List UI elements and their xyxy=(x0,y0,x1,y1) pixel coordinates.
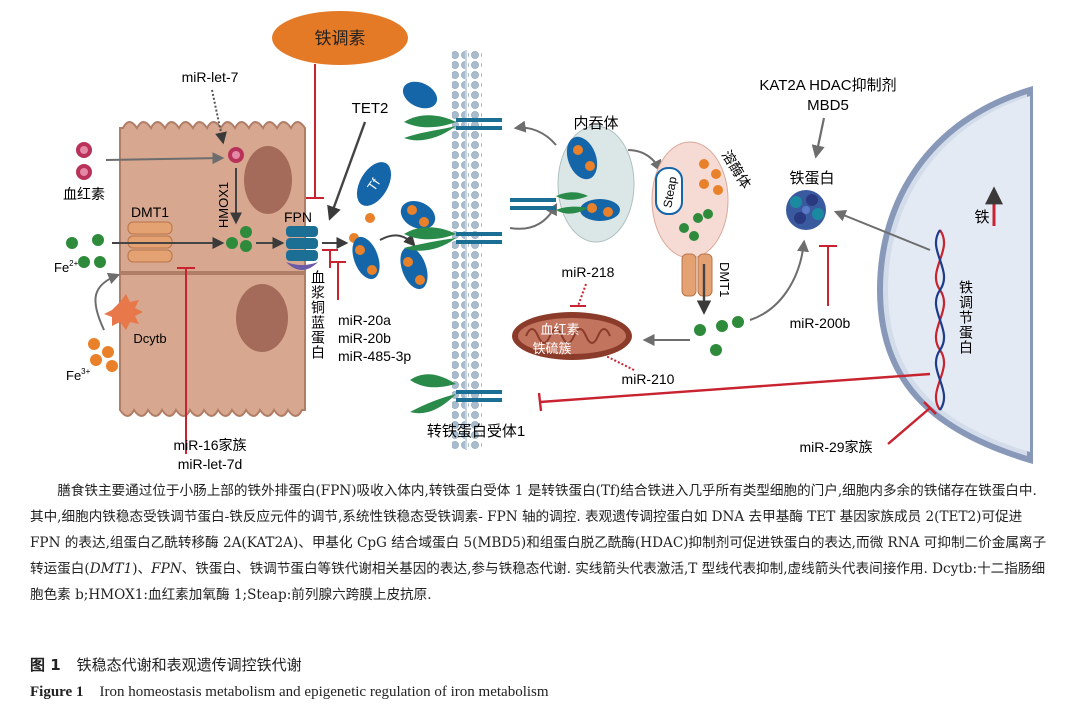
hemojuvelin-label: 铁调节蛋白 xyxy=(958,280,974,355)
ferritin-label: 铁蛋白 xyxy=(789,170,834,187)
fpn-label: FPN xyxy=(284,209,312,225)
fpn-transporter xyxy=(286,226,318,270)
tet2-label: TET2 xyxy=(352,100,389,117)
mir16-label: miR-16家族 xyxy=(173,437,246,453)
tfr1-receptors-left xyxy=(400,81,502,414)
fe3-ions xyxy=(88,338,118,372)
nucleus-lower xyxy=(236,284,288,352)
tf-iron-complexes-left xyxy=(349,213,428,290)
hepcidin-label: 铁调素 xyxy=(315,29,366,48)
hepcidin-node xyxy=(272,11,408,65)
tfr1-label: 转铁蛋白受体1 xyxy=(427,423,525,440)
fe2-ions-cytosol xyxy=(694,316,744,356)
mir218-label: miR-218 xyxy=(562,264,615,280)
tf-protein xyxy=(356,162,392,206)
dna-helix xyxy=(934,229,946,411)
mitochondrion xyxy=(512,312,632,360)
mir200b-label: miR-200b xyxy=(790,315,851,331)
iron-metabolism-diagram: 铁调素 miR-let-7 血红素 HMOX1 DMT1 Fe2+ xyxy=(54,11,1033,470)
enterocyte-cells xyxy=(119,121,306,417)
ferritin-icon xyxy=(786,190,826,230)
nucleus-upper xyxy=(244,146,292,214)
figure-caption: 膳食铁主要通过位于小肠上部的铁外排蛋白(FPN)吸收入体内,转铁蛋白受体 1 是… xyxy=(30,483,1047,603)
mir210-label: miR-210 xyxy=(622,371,675,387)
ceruloplasmin-label: 血浆铜蓝蛋白 xyxy=(310,270,326,360)
mir4853p-label: miR-485-3p xyxy=(338,348,411,364)
mirlet7d-label: miR-let-7d xyxy=(178,456,243,470)
steap-label: Steap xyxy=(660,175,679,209)
dmt1-transporter-right xyxy=(681,253,713,297)
endosome-label: 内吞体 xyxy=(573,115,618,132)
dmt1-label-right: DMT1 xyxy=(717,262,732,297)
dmt1-label-left: DMT1 xyxy=(131,204,169,220)
mir20a-label: miR-20a xyxy=(338,312,391,328)
iron-label: 铁 xyxy=(974,209,989,226)
dcytb-label: Dcytb xyxy=(133,331,166,346)
mbd5-label: MBD5 xyxy=(807,97,849,114)
fe2-ions-cell xyxy=(226,226,252,252)
lysosome xyxy=(651,141,729,259)
kat2a-hdac-label: KAT2A HDAC抑制剂 xyxy=(759,77,896,94)
heme-icon xyxy=(76,142,244,180)
endosome xyxy=(510,125,635,243)
fe3-label: Fe3+ xyxy=(66,367,91,383)
mir20b-label: miR-20b xyxy=(338,330,391,346)
mir29-label: miR-29家族 xyxy=(799,439,872,455)
fe2-label: Fe2+ xyxy=(54,259,79,275)
mito-label-fes: 铁硫簇 xyxy=(532,341,571,356)
hmox1-label: HMOX1 xyxy=(216,182,231,228)
mir-let-7-label: miR-let-7 xyxy=(182,69,239,85)
right-nucleus xyxy=(876,85,1033,465)
cell-membrane xyxy=(452,50,482,450)
dcytb-icon xyxy=(104,294,143,330)
fe2-ions-outside xyxy=(66,234,106,268)
mito-label-heme: 血红素 xyxy=(540,322,579,337)
heme-label: 血红素 xyxy=(63,186,105,202)
